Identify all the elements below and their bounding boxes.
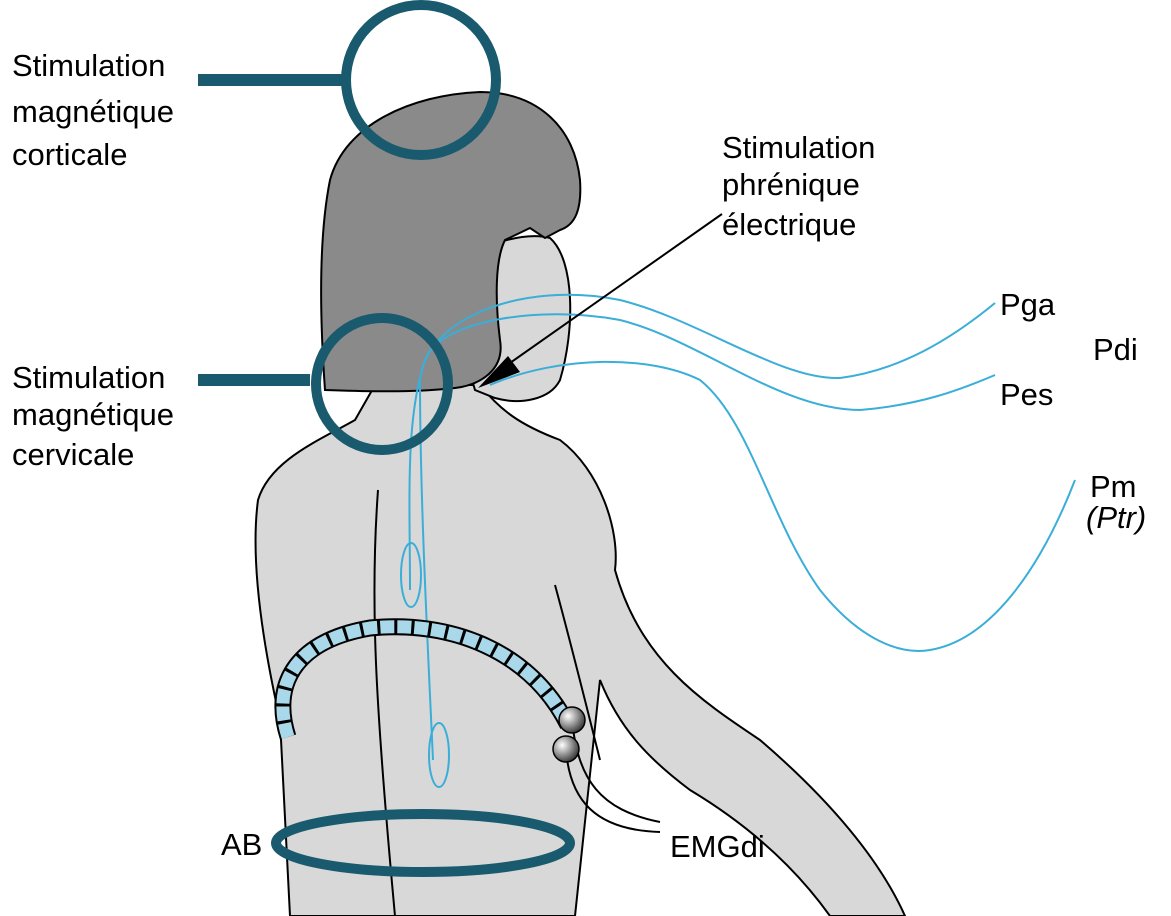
ab-label: AB: [221, 827, 262, 862]
phrenic-label: Stimulation phrénique électrique: [722, 130, 884, 242]
pdi-label: Pdi: [1093, 332, 1138, 367]
pga-label: Pga: [1000, 287, 1056, 322]
emg-electrode-2: [553, 736, 579, 762]
cervical-label: Stimulation magnétique cervicale: [12, 360, 183, 472]
cortical-label: Stimulation magnétique corticale: [12, 48, 183, 172]
pes-label: Pes: [1000, 377, 1053, 412]
pm-label: Pm: [1090, 469, 1137, 504]
ptr-label: (Ptr): [1086, 500, 1146, 535]
emg-electrode-1: [559, 707, 585, 733]
emgdi-label: EMGdi: [670, 829, 765, 864]
torso-silhouette: [255, 385, 905, 916]
